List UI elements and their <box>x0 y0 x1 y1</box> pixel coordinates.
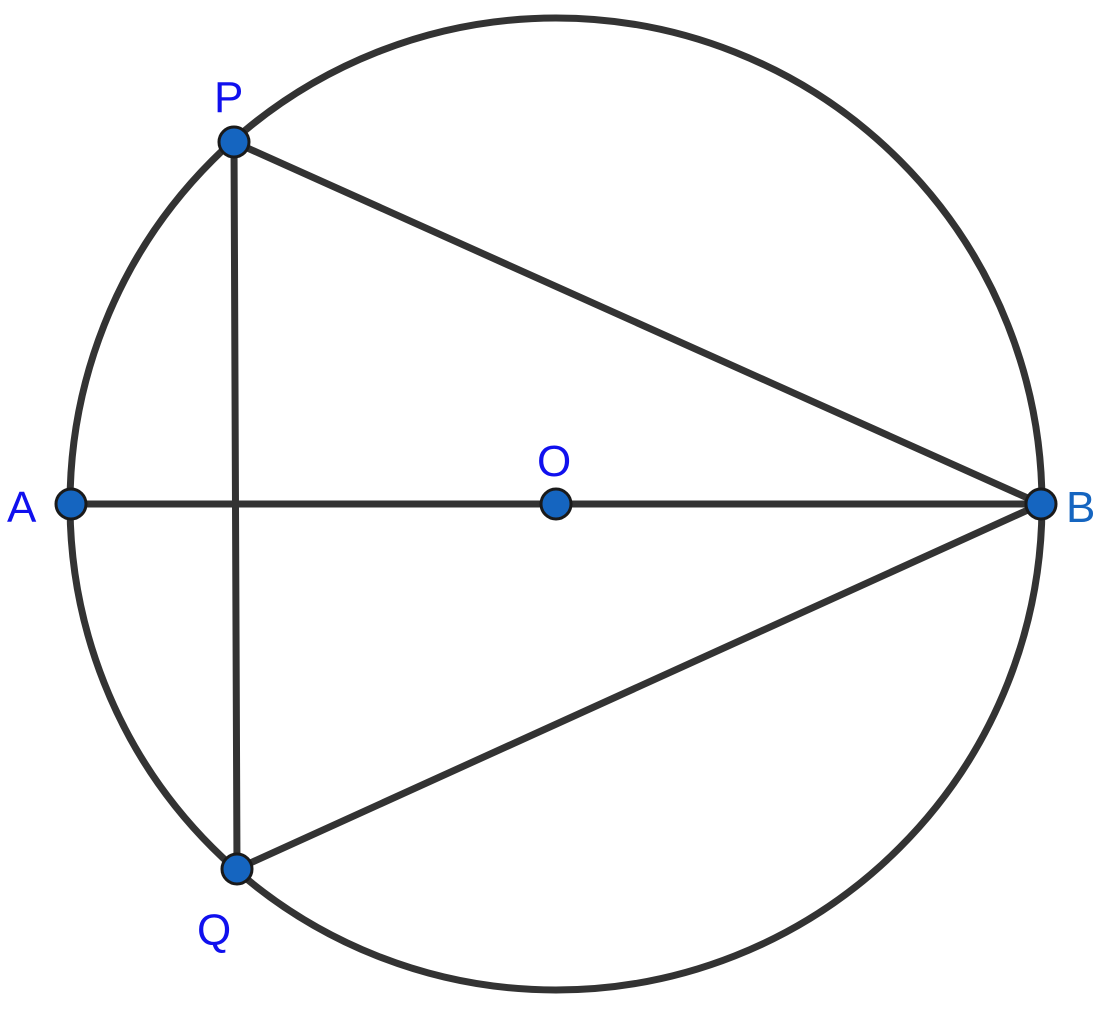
segment-qb <box>233 500 1045 873</box>
point-p <box>217 125 251 159</box>
point-q <box>220 852 254 886</box>
label-p: P <box>214 73 243 122</box>
segment-pb <box>230 138 1045 508</box>
label-o: O <box>537 437 571 486</box>
point-b <box>1024 487 1058 521</box>
point-o <box>539 487 573 521</box>
label-b: B <box>1066 483 1095 532</box>
label-a: A <box>7 483 37 532</box>
label-q: Q <box>197 906 231 955</box>
point-a <box>54 487 88 521</box>
